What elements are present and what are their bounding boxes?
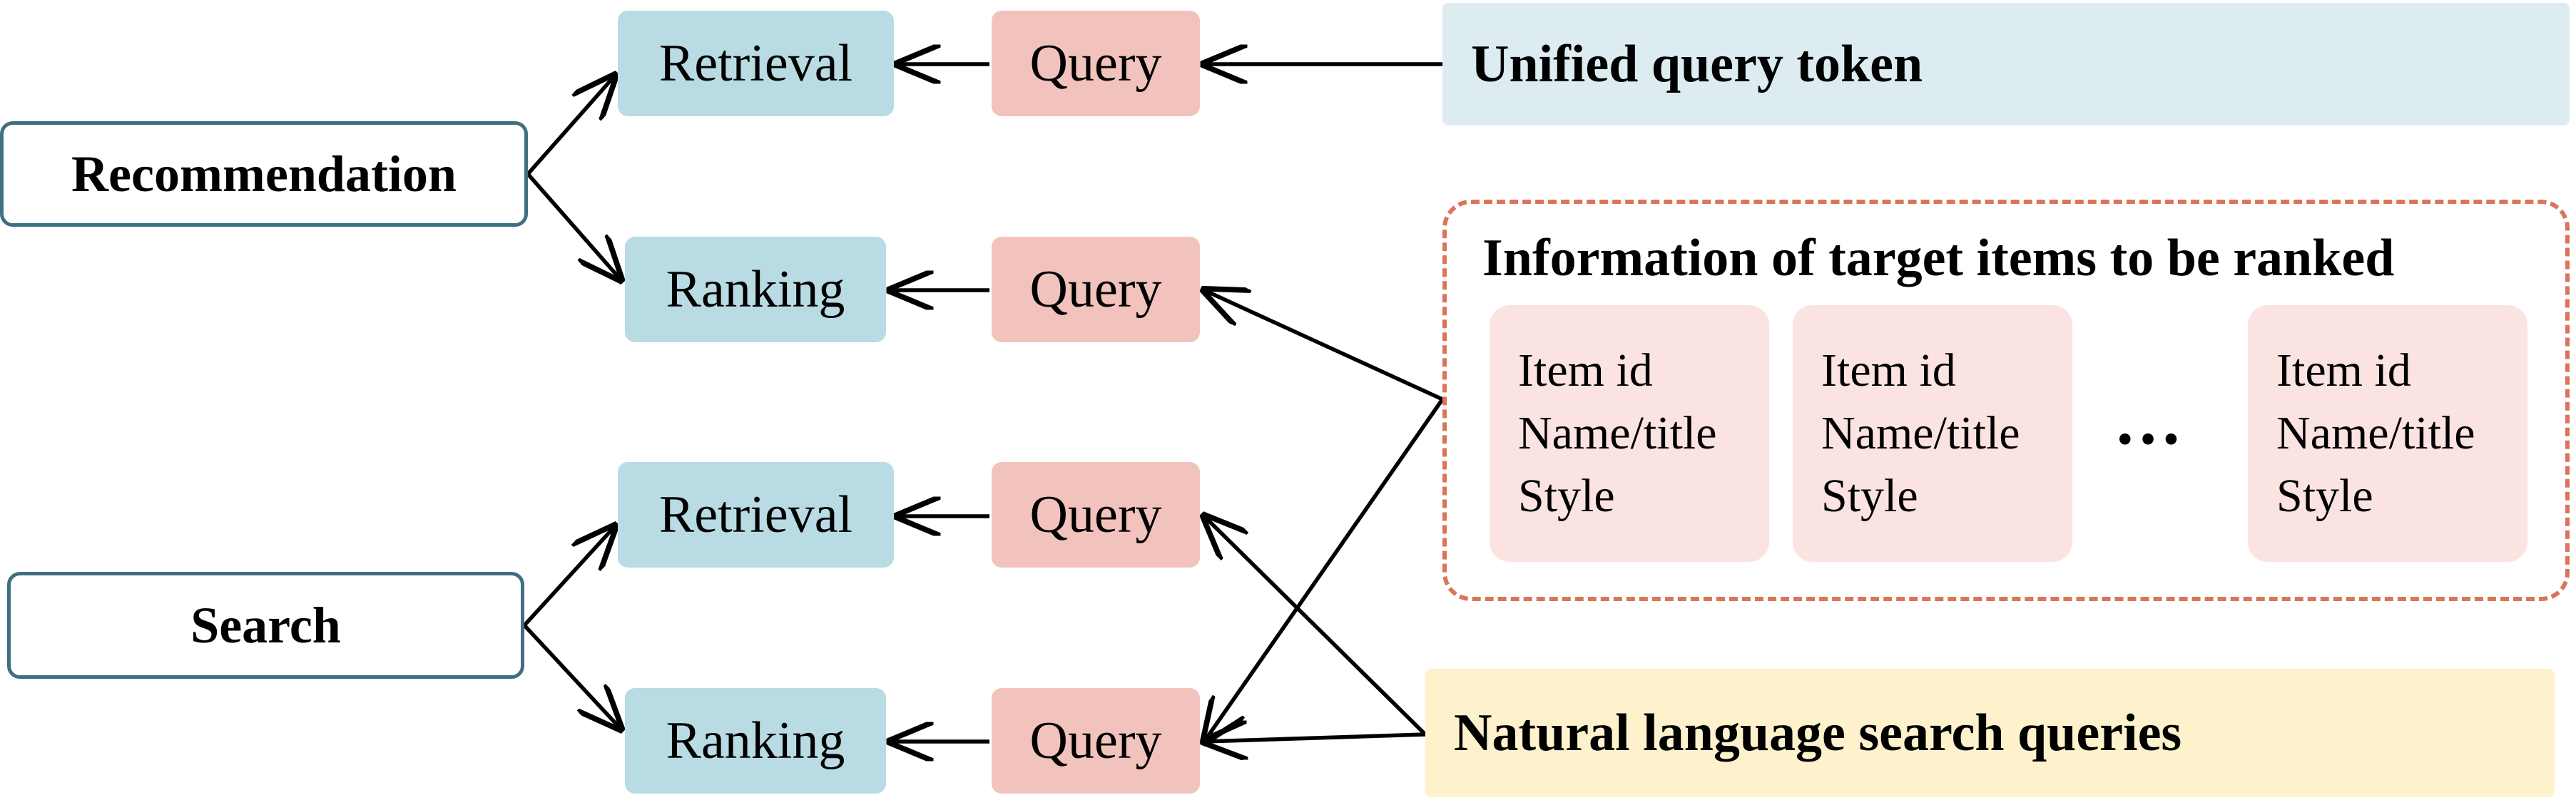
- item-style-field: Style: [1518, 470, 1615, 522]
- query-box-search-ranking: Query: [992, 688, 1200, 794]
- target-items-info-panel: Information of target items to be ranked…: [1442, 200, 2570, 601]
- item-name-field: Name/title: [2276, 407, 2475, 459]
- recommendation-box: Recommendation: [0, 121, 528, 227]
- query-box-rec-retrieval: Query: [992, 11, 1200, 116]
- item-id-field: Item id: [1821, 344, 1956, 396]
- target-items-info-title: Information of target items to be ranked: [1482, 229, 2395, 287]
- search-label: Search: [190, 596, 341, 654]
- retrieval-box-recommendation: Retrieval: [618, 11, 894, 116]
- item-name-field: Name/title: [1821, 407, 2020, 459]
- ranking-box-search: Ranking: [625, 688, 886, 794]
- arrow-nl-to-query-search-ranking: [1204, 734, 1426, 742]
- retrieval-label: Retrieval: [658, 485, 853, 544]
- natural-language-queries-panel: Natural language search queries: [1425, 669, 2555, 797]
- query-label: Query: [1029, 260, 1162, 319]
- recommendation-label: Recommendation: [71, 145, 457, 202]
- natural-language-queries-label: Natural language search queries: [1454, 703, 2182, 762]
- query-label: Query: [1029, 711, 1162, 770]
- search-box: Search: [7, 572, 524, 679]
- arrow-search-to-ranking: [522, 624, 621, 729]
- item-id-field: Item id: [1518, 344, 1653, 396]
- arrow-nl-to-query-search-retrieval: [1204, 516, 1427, 736]
- arrow-info-to-query-rec-ranking: [1204, 290, 1444, 401]
- arrow-info-to-query-search-ranking: [1204, 398, 1445, 742]
- unified-query-token-label: Unified query token: [1471, 34, 1923, 93]
- arrow-search-to-retrieval: [522, 526, 615, 627]
- ranking-label: Ranking: [666, 711, 845, 770]
- item-name-field: Name/title: [1518, 407, 1717, 459]
- item-card: Item id Name/title Style: [2248, 305, 2527, 562]
- ranking-label: Ranking: [666, 260, 845, 319]
- item-id-field: Item id: [2276, 344, 2411, 396]
- item-style-field: Style: [2276, 470, 2373, 522]
- ranking-box-recommendation: Ranking: [625, 237, 886, 342]
- unified-query-token-panel: Unified query token: [1442, 3, 2570, 125]
- query-label: Query: [1029, 34, 1162, 93]
- query-box-rec-ranking: Query: [992, 237, 1200, 342]
- more-items-ellipsis: …: [2114, 382, 2182, 458]
- query-label: Query: [1029, 485, 1162, 544]
- retrieval-label: Retrieval: [658, 34, 853, 93]
- arrow-rec-to-retrieval: [526, 76, 615, 175]
- arrow-rec-to-ranking: [526, 173, 621, 280]
- item-card: Item id Name/title Style: [1793, 305, 2072, 562]
- item-style-field: Style: [1821, 470, 1918, 522]
- retrieval-box-search: Retrieval: [618, 462, 894, 568]
- query-box-search-retrieval: Query: [992, 462, 1200, 568]
- item-card: Item id Name/title Style: [1490, 305, 1769, 562]
